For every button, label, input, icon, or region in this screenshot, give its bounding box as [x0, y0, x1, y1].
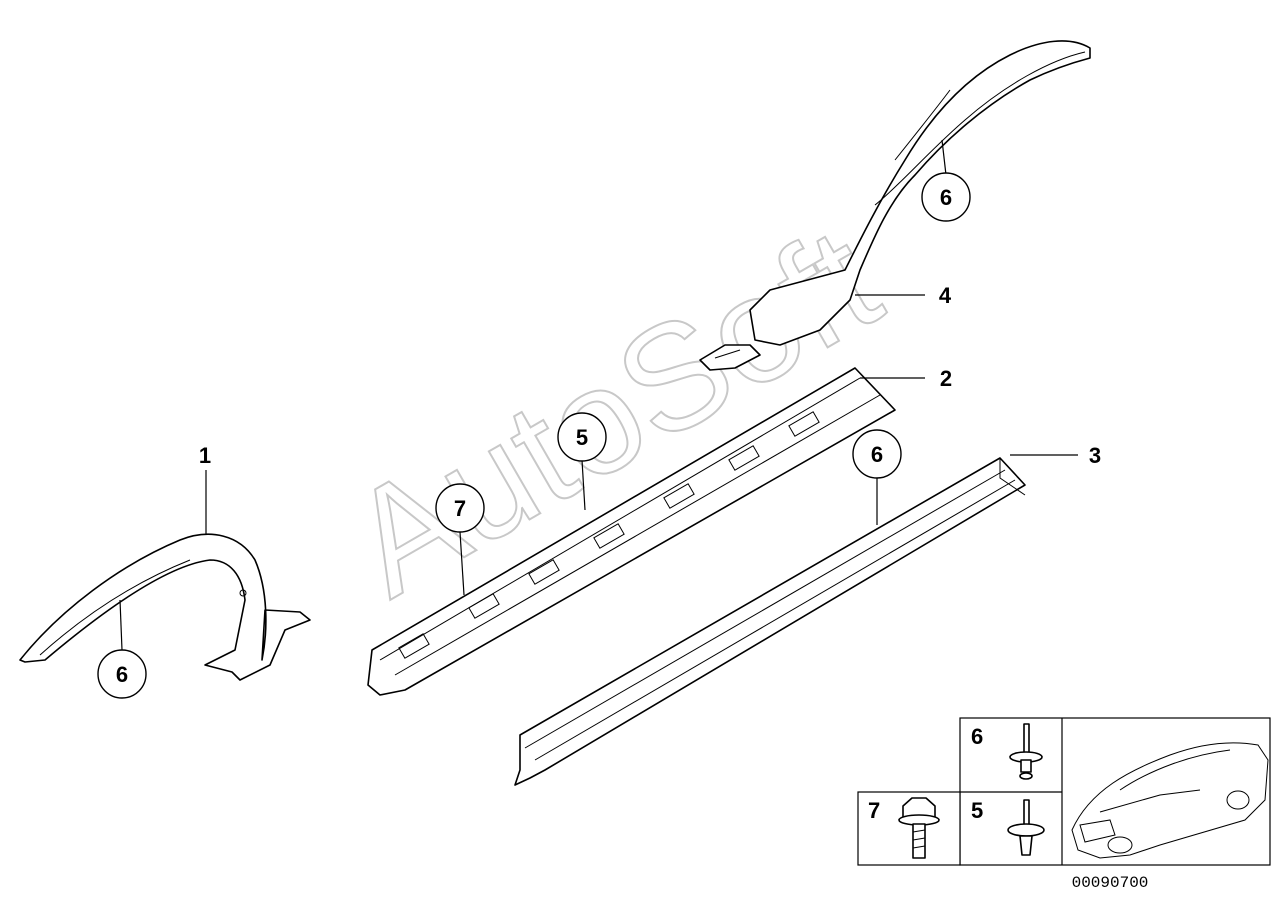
callout-3-label: 3	[1089, 443, 1101, 468]
callout-7: 7	[435, 483, 485, 533]
inset-label-5: 5	[971, 798, 983, 823]
clip-6-drawing	[1009, 723, 1043, 780]
callout-6-left: 6	[97, 649, 147, 699]
callout-5: 5	[557, 412, 607, 462]
clip-5-drawing	[1007, 799, 1045, 856]
callout-6-top-label: 6	[940, 185, 952, 210]
part-sill-carrier	[367, 367, 896, 696]
carrier-slots	[398, 411, 820, 659]
callout-7-label: 7	[454, 496, 466, 521]
callout-6-left-label: 6	[116, 662, 128, 687]
car-outline-drawing	[1071, 742, 1269, 859]
inset-label-7: 7	[868, 798, 880, 823]
part-upper-arch-trim	[699, 40, 1091, 371]
inset-label-6: 6	[971, 724, 983, 749]
callout-6-middle: 6	[852, 429, 902, 479]
callout-4-label: 4	[939, 283, 952, 308]
document-number: 00090700	[1072, 874, 1149, 892]
part-sill-strip	[514, 457, 1026, 786]
callout-6-top: 6	[921, 172, 971, 222]
part-front-arch-trim	[19, 533, 311, 681]
callout-6-middle-label: 6	[871, 442, 883, 467]
callout-1-label: 1	[199, 443, 211, 468]
bolt-7-drawing	[898, 797, 940, 859]
leader-lines	[119, 139, 1078, 651]
fastener-inset: 6 7 5	[857, 717, 1271, 866]
callout-5-label: 5	[576, 425, 588, 450]
callout-2-label: 2	[940, 366, 952, 391]
